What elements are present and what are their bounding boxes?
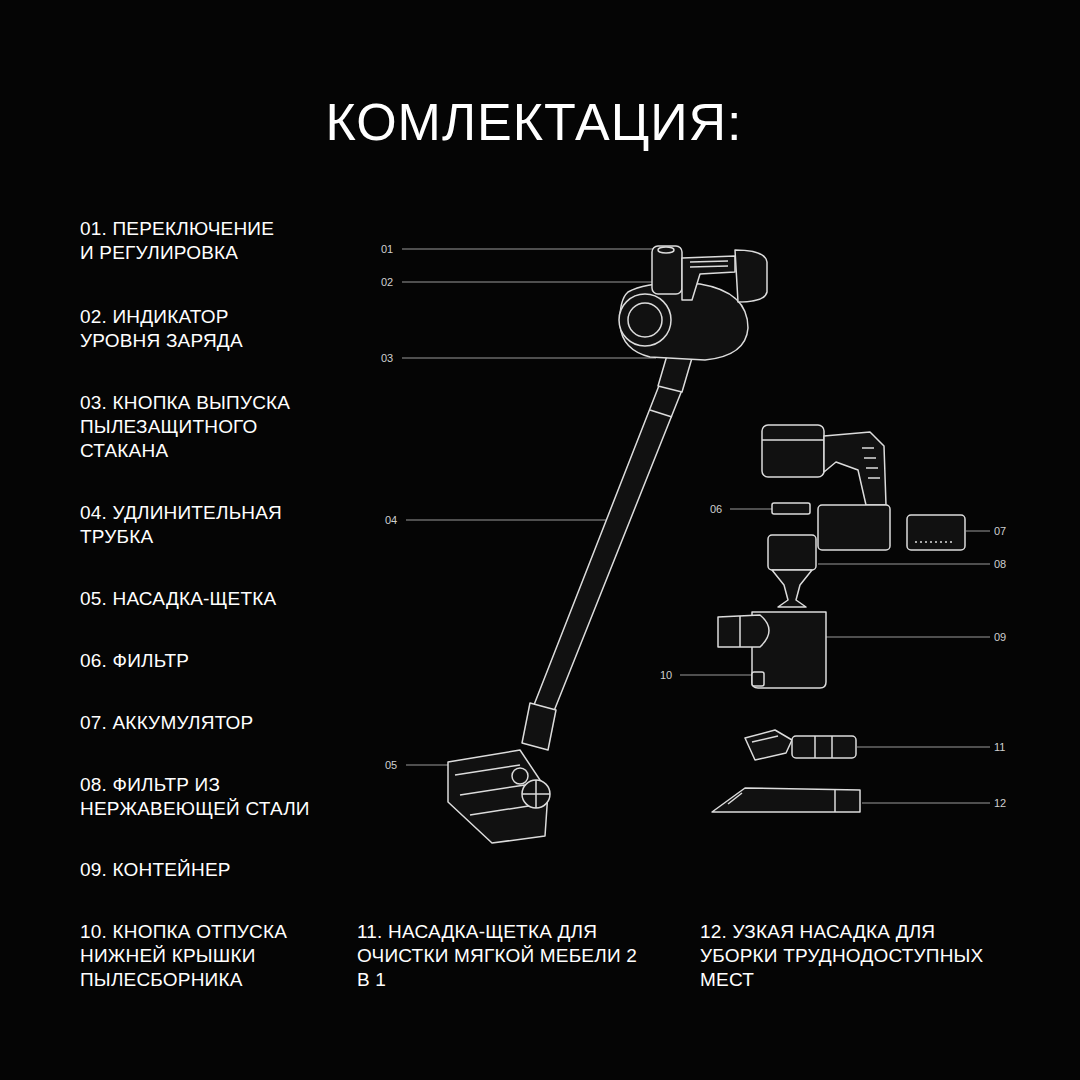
- callout-number: 04: [385, 513, 397, 527]
- part-description: 11. НАСАДКА-ЩЕТКА ДЛЯ ОЧИСТКИ МЯГКОЙ МЕБ…: [357, 920, 649, 992]
- callout-number: 07: [994, 524, 1006, 538]
- part-description: 07. АККУМУЛЯТОР: [80, 711, 370, 735]
- part-description: 09. КОНТЕЙНЕР: [80, 858, 370, 882]
- page-title: КОМЛЕКТАЦИЯ:: [0, 92, 1074, 152]
- part-description: 01. ПЕРЕКЛЮЧЕНИЕ И РЕГУЛИРОВКА: [80, 217, 290, 265]
- callout-number: 12: [994, 796, 1006, 810]
- part-description: 12. УЗКАЯ НАСАДКА ДЛЯ УБОРКИ ТРУДНОДОСТУ…: [700, 920, 1018, 992]
- leader-lines: [402, 249, 990, 803]
- part-description: 06. ФИЛЬТР: [80, 649, 370, 673]
- part-description: 05. НАСАДКА-ЩЕТКА: [80, 587, 370, 611]
- callout-number: 08: [994, 557, 1006, 571]
- callout-number: 02: [381, 275, 393, 289]
- callout-number: 10: [660, 668, 672, 682]
- callout-number: 09: [994, 630, 1006, 644]
- part-description: 03. КНОПКА ВЫПУСКА ПЫЛЕЗАЩИТНОГО СТАКАНА: [80, 391, 308, 463]
- callout-number: 05: [385, 758, 397, 772]
- part-description: 08. ФИЛЬТР ИЗ НЕРЖАВЕЮЩЕЙ СТАЛИ: [80, 773, 330, 821]
- stick-vacuum: [448, 246, 767, 843]
- part-description: 10. КНОПКА ОТПУСКА НИЖНЕЙ КРЫШКИ ПЫЛЕСБО…: [80, 920, 310, 992]
- callout-number: 01: [381, 242, 393, 256]
- part-description: 02. ИНДИКАТОР УРОВНЯ ЗАРЯДА: [80, 305, 270, 353]
- callout-number: 06: [710, 502, 722, 516]
- callout-number: 11: [994, 740, 1005, 754]
- part-description: 04. УДЛИНИТЕЛЬНАЯ ТРУБКА: [80, 501, 308, 549]
- exploded-parts: [712, 425, 965, 812]
- callout-number: 03: [381, 351, 393, 365]
